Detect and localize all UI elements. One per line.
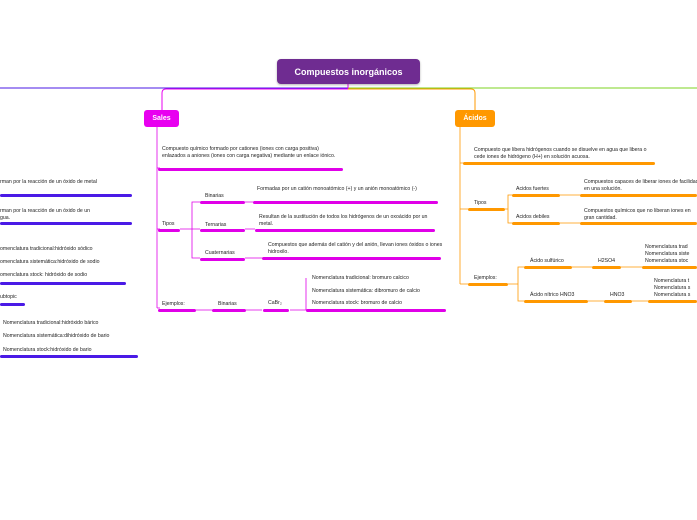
acido-sulfurico-underline [524, 266, 572, 269]
left-item-1-underline [0, 194, 132, 197]
acido-sulfurico-formula[interactable]: H2SO4 [598, 258, 616, 264]
acidos-ejemplos-label[interactable]: Ejemplos: [474, 275, 497, 281]
acidos-node[interactable]: Ácidos [455, 110, 495, 127]
sales-ejemplos-label[interactable]: Ejemplos: [162, 301, 185, 307]
acido-nitrico-nom-3[interactable]: Nomenclatura s [654, 292, 691, 298]
sales-nom-underline [306, 309, 446, 312]
acidos-ejemplos-underline [468, 283, 508, 286]
acidos-debiles[interactable]: Acidos debiles [516, 214, 550, 220]
tipo-binarias[interactable]: Binarias [205, 193, 224, 199]
tipo-cuaternarias-underline [200, 258, 245, 261]
acidos-definition-underline [463, 162, 655, 165]
tipo-ternarias-desc-underline [255, 229, 435, 232]
acidos-fuertes[interactable]: Acidos fuertes [516, 186, 549, 192]
acido-sulfurico[interactable]: Ácido sulfúrico [530, 258, 564, 264]
acidos-fuertes-desc[interactable]: Compuestos capaces de liberar iones de f… [584, 179, 697, 192]
acido-nitrico-nom-underline [648, 300, 697, 303]
acido-nitrico-nom-2[interactable]: Nomenclatura s [654, 285, 691, 291]
acido-nitrico-formula-underline [604, 300, 632, 303]
left-item-2b[interactable]: gua. [0, 215, 11, 221]
acido-nitrico-formula[interactable]: HNO3 [610, 292, 625, 298]
acido-nitrico-nom-1[interactable]: Nomenclatura t [654, 278, 690, 284]
acidos-tipos-label[interactable]: Tipos [474, 200, 487, 206]
tipo-binarias-desc[interactable]: Formadas por un catión monoatómico (+) y… [257, 186, 417, 192]
acido-sulfurico-nom-2[interactable]: Nomenclatura siste [645, 251, 690, 257]
acidos-debiles-desc-underline [580, 222, 697, 225]
left-nom-3[interactable]: omenclatura stock: hidróxido de sodio [0, 272, 88, 278]
left-nom-underline [0, 282, 126, 285]
sales-tipos-label[interactable]: Tipos [162, 221, 175, 227]
tipo-cuaternarias[interactable]: Cuaternarias [205, 250, 235, 256]
ejemplo-binarias-underline [212, 309, 246, 312]
tipo-ternarias[interactable]: Ternarias [205, 222, 227, 228]
root-node[interactable]: Compuestos inorgánicos [277, 59, 420, 84]
acido-nitrico[interactable]: Ácido nítrico HNO3 [530, 292, 575, 298]
left-subtopic[interactable]: ubtopic [0, 294, 17, 300]
tipo-cuaternarias-desc-underline [262, 257, 441, 260]
left-nom-5[interactable]: Nomenclatura sistemática:dihidróxido de … [3, 333, 110, 339]
acidos-debiles-desc[interactable]: Compuestos químicos que no liberan iones… [584, 208, 691, 221]
left-nom-2[interactable]: omenclatura sistemática:hidróxido de sod… [0, 259, 100, 265]
sales-definition-underline [158, 168, 343, 171]
sales-tipos-underline [158, 229, 180, 232]
left-nom-4[interactable]: Nomenclatura tradicional:hidróxido báric… [3, 320, 99, 326]
sales-nom-tradicional[interactable]: Nomenclatura tradicional: bromuro calcic… [312, 275, 409, 281]
sales-definition[interactable]: Compuesto químico formado por cationes (… [162, 146, 342, 160]
sales-title: Sales [152, 115, 171, 122]
left-nom2-underline [0, 355, 138, 358]
left-subtopic-underline [0, 303, 25, 306]
acidos-definition[interactable]: Compuesto que libera hidrógenos cuando s… [474, 147, 647, 160]
acido-nitrico-underline [524, 300, 588, 303]
sales-nom-sistematica[interactable]: Nomenclatura sistemática: dibromuro de c… [312, 288, 420, 294]
root-title: Compuestos inorgánicos [294, 66, 403, 77]
sales-ejemplos-underline [158, 309, 196, 312]
ejemplo-formula[interactable]: CaBr₂ [268, 300, 282, 306]
ejemplo-binarias[interactable]: Binarias [218, 301, 237, 307]
left-item-1[interactable]: rman por la reacción de un óxido de meta… [0, 179, 97, 185]
tipo-binarias-underline [200, 201, 245, 204]
acidos-tipos-underline [468, 208, 505, 211]
sales-nom-stock[interactable]: Nomenclatura stock: bromuro de calcio [312, 300, 402, 306]
acidos-fuertes-desc-underline [580, 194, 697, 197]
ejemplo-formula-underline [263, 309, 289, 312]
left-item-2[interactable]: rman por la reacción de un óxido de un [0, 208, 90, 214]
tipo-binarias-desc-underline [253, 201, 438, 204]
tipo-cuaternarias-desc[interactable]: Compuestos que además del catión y del a… [268, 242, 443, 255]
left-nom-6[interactable]: Nomenclatura stock:hidróxido de bario [3, 347, 92, 353]
acidos-debiles-underline [512, 222, 560, 225]
sales-node[interactable]: Sales [144, 110, 179, 127]
acido-sulfurico-nom-1[interactable]: Nomenclatura trad [645, 244, 688, 250]
acido-sulfurico-nom-3[interactable]: Nomenclatura stoc [645, 258, 689, 264]
acido-sulfurico-formula-underline [592, 266, 621, 269]
acido-sulfurico-nom-underline [642, 266, 697, 269]
left-item-2-underline [0, 222, 132, 225]
sales-definition-text: Compuesto químico formado por cationes (… [162, 146, 336, 159]
acidos-title: Ácidos [463, 115, 487, 122]
tipo-ternarias-underline [200, 229, 245, 232]
left-nom-1[interactable]: omenclatura tradicional:hidróxido sódico [0, 246, 93, 252]
tipo-ternarias-desc[interactable]: Resultan de la sustitución de todos los … [259, 214, 428, 227]
acidos-fuertes-underline [512, 194, 560, 197]
